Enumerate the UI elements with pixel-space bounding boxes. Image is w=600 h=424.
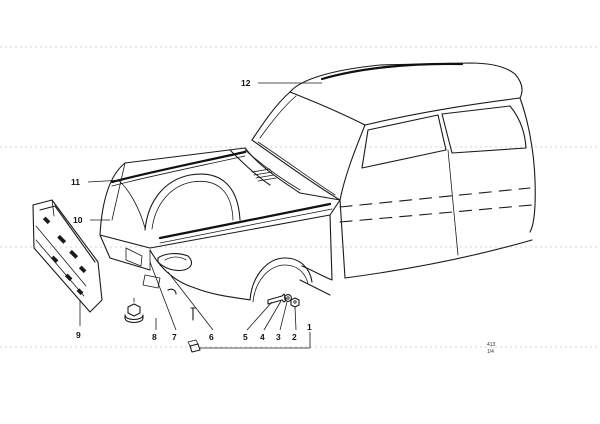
- nut-2: [290, 297, 300, 308]
- callout-6: 6: [209, 332, 214, 342]
- callout-2: 2: [292, 332, 297, 342]
- screw-5: [267, 293, 287, 305]
- callout-7: 7: [172, 332, 177, 342]
- callout-5: 5: [243, 332, 248, 342]
- front-fender: [149, 214, 333, 303]
- callout-1: 1: [307, 322, 312, 332]
- reference-code: 413 1/4: [487, 342, 496, 355]
- engine-bay: [99, 147, 341, 249]
- reference-line-2: 1/4: [487, 349, 494, 355]
- stud-6: [190, 307, 196, 321]
- callout-12: 12: [241, 78, 251, 88]
- front-panel: [99, 234, 161, 289]
- callout-4: 4: [260, 332, 265, 342]
- washer-3: [284, 294, 292, 302]
- reference-line-1: 413: [487, 342, 496, 348]
- callout-8: 8: [152, 332, 157, 342]
- callout-9: 9: [76, 330, 81, 340]
- callout-10: 10: [73, 215, 83, 225]
- clip-7: [167, 288, 177, 295]
- callout-labels: 12 11 10 9 8 7 6 5 4 3 2 1: [71, 78, 312, 342]
- callout-3: 3: [276, 332, 281, 342]
- clip-1: [187, 339, 201, 353]
- callout-11: 11: [71, 177, 80, 187]
- hex-bolt-8: [124, 297, 144, 324]
- front-apron-panel: [32, 199, 103, 313]
- car-body-shell: [251, 62, 536, 296]
- leader-lines: [79, 82, 322, 349]
- watermark-bands: [0, 46, 600, 348]
